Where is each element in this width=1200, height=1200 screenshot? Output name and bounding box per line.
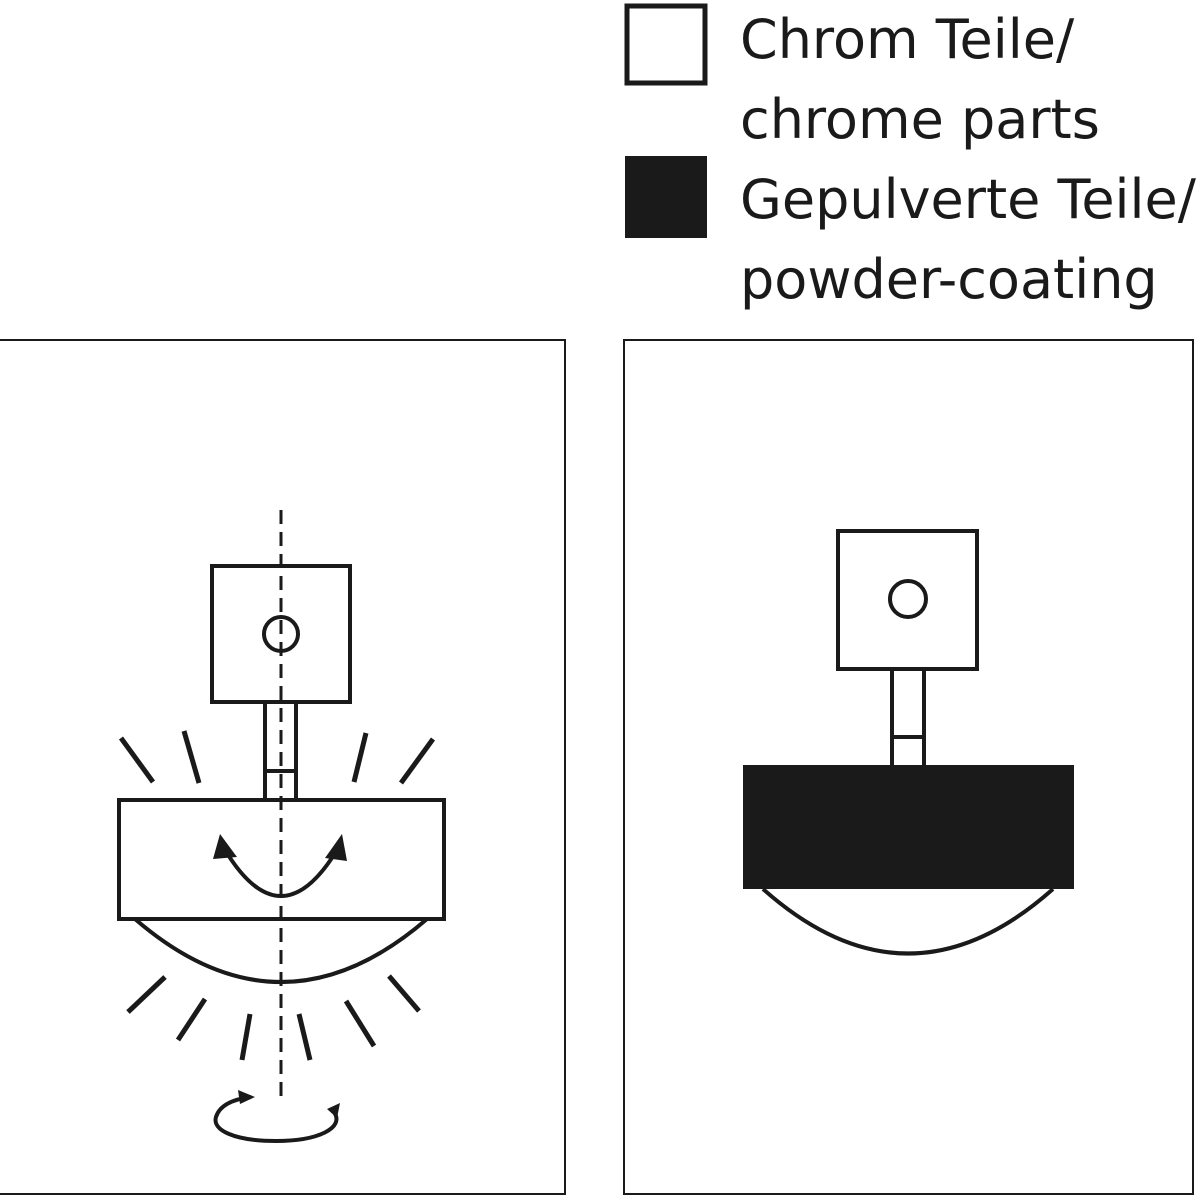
panel-chrome — [0, 339, 566, 1195]
panel-powder-coated — [623, 339, 1194, 1195]
panel-frame — [0, 339, 566, 1195]
powder-coating-swatch — [625, 156, 707, 238]
legend-chrome-label-line2: chrome parts — [740, 88, 1100, 151]
stem — [263, 702, 298, 800]
swivel-arrowhead-right — [325, 834, 347, 861]
legend-item-chrome: Chrom Teile/ chrome parts — [624, 3, 1100, 151]
legend-item-powder-coating: Gepulverte Teile/ powder-coating — [625, 156, 1197, 311]
legend: Chrom Teile/ chrome parts Gepulverte Tei… — [624, 3, 1197, 311]
legend-chrome-label-line1: Chrom Teile/ — [740, 8, 1075, 71]
lamp-dome — [761, 887, 1055, 956]
lamp-body — [117, 798, 446, 921]
panel-frame — [623, 339, 1194, 1195]
stem — [890, 669, 926, 765]
legend-powder-label-line2: powder-coating — [740, 248, 1158, 311]
rotate-base-icon — [213, 1090, 340, 1144]
swivel-arrowhead-left — [213, 834, 237, 859]
lamp-body-powder-coated — [743, 765, 1074, 889]
chrome-swatch — [624, 3, 708, 86]
legend-powder-label-line1: Gepulverte Teile/ — [740, 168, 1197, 231]
screw-hole — [888, 579, 928, 619]
shine-rays-icon — [118, 730, 436, 1061]
